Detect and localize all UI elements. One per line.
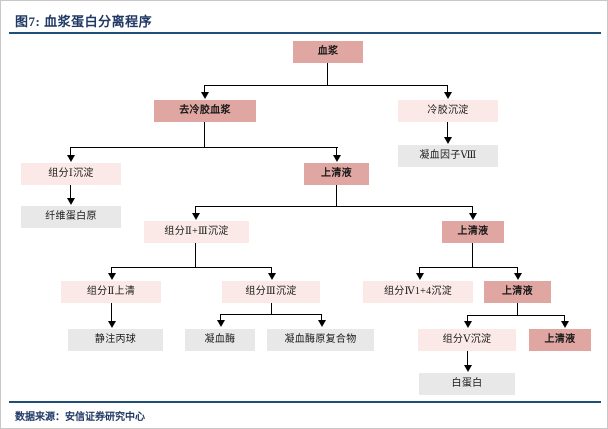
edge-sup2-to-frac4 xyxy=(419,267,421,274)
figure-title: 图7: 血浆蛋白分离程序 xyxy=(15,14,153,29)
edge-frac23-bus xyxy=(111,267,272,269)
edge-cryopoor-stem xyxy=(204,122,206,148)
arrowhead-frac3 xyxy=(267,273,276,280)
edge-cryopoor-bus xyxy=(70,147,338,149)
edge-frac23-to-frac3 xyxy=(271,267,273,274)
node-label: 冷胶沉淀 xyxy=(427,105,469,116)
arrowhead-frac5 xyxy=(463,321,472,328)
edge-plasma-to-cryoppt xyxy=(447,85,449,93)
node-label: 去冷胶血浆 xyxy=(179,105,231,116)
edge-plasma-bus xyxy=(205,85,448,87)
node-label: 纤维蛋白原 xyxy=(45,211,97,222)
node-fibrinogen: 纤维蛋白原 xyxy=(21,206,121,228)
node-label: 上清液 xyxy=(544,334,576,345)
arrowhead-frac2sup xyxy=(107,273,116,280)
arrowhead-pcc xyxy=(317,320,326,327)
arrowhead-thrombin xyxy=(216,320,225,327)
edge-sup1-to-frac23 xyxy=(195,206,197,214)
edge-frac1-to-fibrinogen xyxy=(70,185,72,199)
edge-frac3-bus xyxy=(220,314,322,316)
node-label: 凝血酶 xyxy=(204,334,236,345)
node-fraction-2-3-precipitate: 组分Ⅱ+Ⅲ沉淀 xyxy=(144,221,249,243)
edge-frac2sup-to-ivig xyxy=(111,303,113,321)
node-label: 血浆 xyxy=(317,46,339,57)
node-ivig: 静注丙球 xyxy=(68,329,163,351)
node-label: 静注丙球 xyxy=(94,334,137,345)
node-label: 凝血酶原复合物 xyxy=(284,334,357,345)
node-fraction-1-precipitate: 组分Ⅰ沉淀 xyxy=(21,163,121,185)
arrowhead-frac23 xyxy=(191,213,200,220)
node-supernatant-3: 上清液 xyxy=(484,281,551,303)
node-cryoprecipitate: 冷胶沉淀 xyxy=(398,100,498,122)
arrowhead-frac1 xyxy=(66,155,75,162)
node-label: 上清液 xyxy=(321,168,352,179)
edge-sup3-bus xyxy=(467,315,565,317)
edge-sup1-stem xyxy=(336,185,338,207)
node-label: 组分Ⅱ上清 xyxy=(86,286,136,297)
edge-plasma-stem xyxy=(327,63,329,86)
node-label: 组分Ⅲ沉淀 xyxy=(245,286,297,297)
arrowhead-cryopoor xyxy=(200,92,209,99)
edge-cryoppt-to-factor8 xyxy=(447,122,449,138)
edge-cryopoor-to-frac1 xyxy=(70,147,72,156)
node-fraction-2-supernatant: 组分Ⅱ上清 xyxy=(61,281,161,303)
edge-sup3-to-sup4 xyxy=(564,315,566,322)
node-label: 组分Ⅴ沉淀 xyxy=(442,334,492,345)
edge-sup3-stem xyxy=(517,303,519,316)
edge-plasma-to-cryopoor xyxy=(204,85,206,93)
arrowhead-sup3 xyxy=(513,273,522,280)
node-label: 凝血因子Ⅷ xyxy=(419,150,477,161)
figure-source: 数据来源：安信证券研究中心 xyxy=(15,412,145,423)
edge-frac5-to-albumin xyxy=(467,351,469,366)
arrowhead-fibrinogen xyxy=(66,198,75,205)
node-label: 组分Ⅰ沉淀 xyxy=(48,168,94,179)
edge-frac3-to-thrombin xyxy=(220,314,222,321)
edge-sup2-bus xyxy=(419,267,518,269)
arrowhead-sup1 xyxy=(332,155,341,162)
edge-frac23-stem xyxy=(195,243,197,268)
node-label: 白蛋白 xyxy=(451,378,483,389)
arrowhead-cryoppt xyxy=(443,92,452,99)
arrowhead-ivig xyxy=(107,321,116,328)
node-supernatant-4: 上清液 xyxy=(529,329,591,351)
footer-divider xyxy=(9,401,601,403)
node-fraction-4-precipitate: 组分Ⅳ1+4沉淀 xyxy=(363,281,473,303)
node-label: 上清液 xyxy=(502,286,533,297)
arrowhead-sup2 xyxy=(468,213,477,220)
edge-sup1-to-sup2 xyxy=(472,206,474,214)
edge-sup3-to-frac5 xyxy=(467,315,469,322)
node-label: 组分Ⅳ1+4沉淀 xyxy=(383,286,453,297)
edge-cryopoor-to-sup1 xyxy=(336,147,338,156)
node-factor-viii: 凝血因子Ⅷ xyxy=(398,145,498,167)
title-divider xyxy=(9,32,601,34)
arrowhead-albumin xyxy=(463,365,472,372)
edge-sup2-stem xyxy=(472,243,474,268)
node-albumin: 白蛋白 xyxy=(419,373,515,395)
node-fraction-3-precipitate: 组分Ⅲ沉淀 xyxy=(222,281,320,303)
edge-frac23-to-frac2sup xyxy=(111,267,113,274)
node-plasma: 血浆 xyxy=(293,41,363,63)
node-label: 上清液 xyxy=(457,226,489,237)
edge-frac3-stem xyxy=(271,303,273,315)
arrowhead-frac4 xyxy=(415,273,424,280)
node-supernatant-1: 上清液 xyxy=(304,163,369,185)
node-thrombin: 凝血酶 xyxy=(185,329,255,351)
edge-frac3-to-pcc xyxy=(321,314,323,321)
arrowhead-factor8 xyxy=(443,137,452,144)
edge-sup2-to-sup3 xyxy=(517,267,519,274)
edge-sup1-bus xyxy=(195,206,473,208)
arrowhead-sup4 xyxy=(560,321,569,328)
node-fraction-5-precipitate: 组分Ⅴ沉淀 xyxy=(418,329,516,351)
node-supernatant-2: 上清液 xyxy=(442,221,504,243)
node-label: 组分Ⅱ+Ⅲ沉淀 xyxy=(164,226,229,237)
node-prothrombin-complex: 凝血酶原复合物 xyxy=(267,329,374,351)
node-cryo-poor-plasma: 去冷胶血浆 xyxy=(154,100,256,122)
